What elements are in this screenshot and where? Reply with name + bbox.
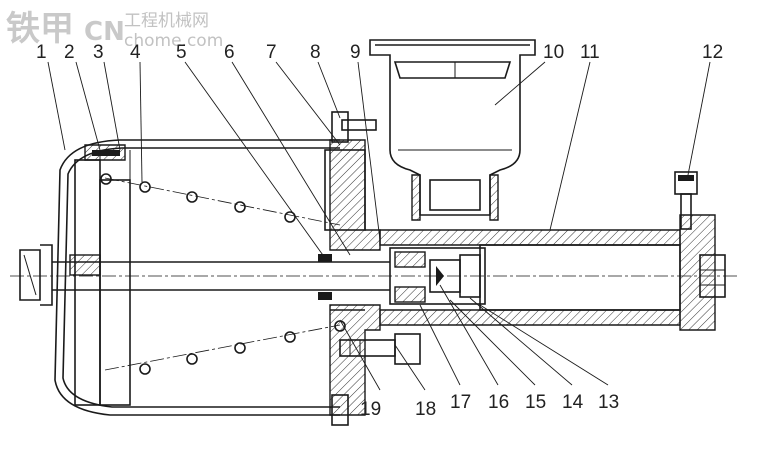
fluid-reservoir — [369, 39, 536, 221]
return-spring — [100, 173, 346, 375]
callout-13: 13 — [598, 392, 619, 413]
callout-10: 10 — [543, 42, 564, 63]
callout-17: 17 — [450, 392, 471, 413]
callout-5: 5 — [176, 42, 187, 63]
flange-body — [318, 111, 381, 426]
watermark-site-zh: 工程机械网 — [124, 11, 209, 31]
callout-1: 1 — [36, 42, 47, 63]
callout-4: 4 — [130, 42, 141, 63]
callout-18: 18 — [415, 399, 436, 420]
valve-assembly — [389, 247, 486, 305]
callouts-top: 1 2 3 4 5 6 7 8 9 10 11 12 — [36, 42, 723, 63]
callout-19: 19 — [360, 399, 381, 420]
callout-14: 14 — [562, 392, 584, 413]
master-cylinder — [379, 214, 726, 331]
cylinder-housing — [54, 139, 340, 416]
callout-8: 8 — [310, 42, 321, 63]
watermark-brand: 铁甲 — [6, 9, 74, 49]
end-seal — [84, 144, 126, 161]
callout-16: 16 — [488, 392, 509, 413]
callout-12: 12 — [702, 42, 723, 63]
watermark-site-en: chome.com — [124, 31, 223, 51]
svg-text:CN: CN — [84, 17, 125, 47]
watermark: 铁甲 CN 工程机械网 chome.com — [6, 9, 223, 51]
callout-3: 3 — [93, 42, 104, 63]
callout-9: 9 — [350, 42, 361, 63]
callout-7: 7 — [266, 42, 277, 63]
leader-lines — [47, 61, 711, 391]
callouts-bottom: 19 18 17 16 15 14 13 — [360, 392, 619, 420]
callout-2: 2 — [64, 42, 75, 63]
callout-11: 11 — [580, 42, 600, 63]
callout-15: 15 — [525, 392, 546, 413]
bleeder-screw — [674, 171, 698, 230]
piston-rod — [10, 261, 740, 291]
callout-6: 6 — [224, 42, 235, 63]
